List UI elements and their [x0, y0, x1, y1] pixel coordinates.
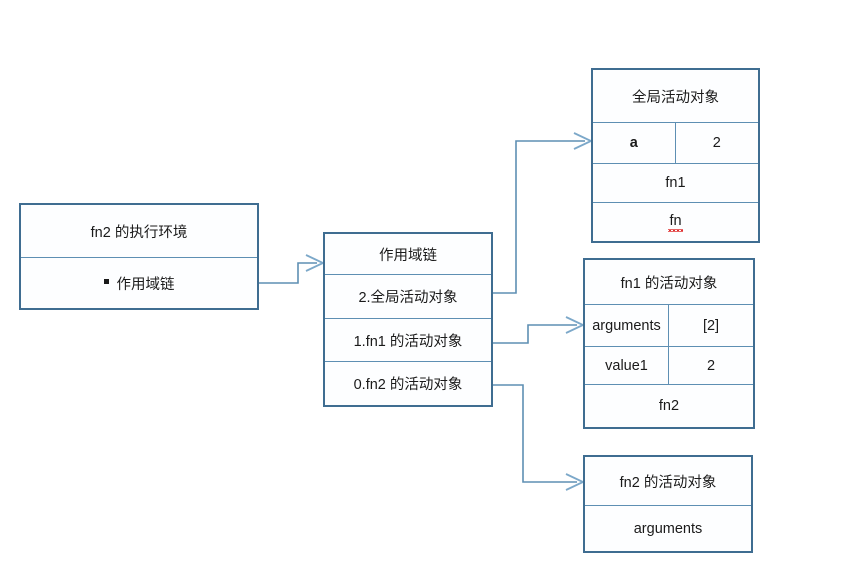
- scope-chain-row-fn1[interactable]: 1.fn1 的活动对象: [325, 317, 491, 362]
- global-ao-row-fn-label: fn: [668, 213, 683, 232]
- global-ao-row-fn[interactable]: fn: [593, 202, 758, 241]
- connector-scope-row0-to-fn2-ao: [493, 384, 586, 491]
- scope-chain-row-global[interactable]: 2.全局活动对象: [325, 274, 491, 318]
- fn1-ao-header: fn1 的活动对象: [585, 260, 753, 304]
- execution-context-item-label: 作用域链: [116, 276, 175, 293]
- fn1-ao-row-value1-value: 2: [669, 347, 753, 384]
- fn1-ao-row-arguments[interactable]: arguments [2]: [585, 304, 753, 346]
- box-fn2-activation-object[interactable]: fn2 的活动对象 arguments: [583, 455, 753, 553]
- global-ao-row-a-key: a: [593, 123, 676, 163]
- fn1-ao-row-arguments-key: arguments: [585, 305, 669, 346]
- box-execution-context[interactable]: fn2 的执行环境 作用域链: [19, 203, 259, 310]
- bullet-icon: [103, 278, 109, 284]
- global-ao-row-a-value: 2: [675, 123, 758, 163]
- connector-scope-row1-to-fn1-ao: [493, 316, 586, 344]
- connector-exec-context-to-scope-chain: [259, 254, 326, 284]
- execution-context-header: fn2 的执行环境: [21, 205, 257, 257]
- box-fn1-activation-object[interactable]: fn1 的活动对象 arguments [2] value1 2 fn2: [583, 258, 755, 429]
- fn1-ao-row-arguments-value: [2]: [669, 305, 753, 346]
- scope-chain-header: 作用域链: [325, 234, 491, 274]
- fn2-ao-row-arguments[interactable]: arguments: [585, 505, 751, 551]
- execution-context-item-scope-chain[interactable]: 作用域链: [21, 257, 257, 308]
- scope-chain-row-fn2[interactable]: 0.fn2 的活动对象: [325, 361, 491, 406]
- box-global-activation-object[interactable]: 全局活动对象 a 2 fn1 fn: [591, 68, 760, 243]
- box-scope-chain[interactable]: 作用域链 2.全局活动对象 1.fn1 的活动对象 0.fn2 的活动对象: [323, 232, 493, 407]
- fn2-ao-header: fn2 的活动对象: [585, 457, 751, 505]
- global-ao-row-a[interactable]: a 2: [593, 122, 758, 163]
- global-ao-header: 全局活动对象: [593, 70, 758, 122]
- fn1-ao-row-value1-key: value1: [585, 347, 669, 384]
- connector-scope-row2-to-global-ao: [493, 132, 594, 294]
- fn1-ao-row-fn2[interactable]: fn2: [585, 384, 753, 427]
- global-ao-row-fn1[interactable]: fn1: [593, 163, 758, 202]
- fn1-ao-row-value1[interactable]: value1 2: [585, 346, 753, 384]
